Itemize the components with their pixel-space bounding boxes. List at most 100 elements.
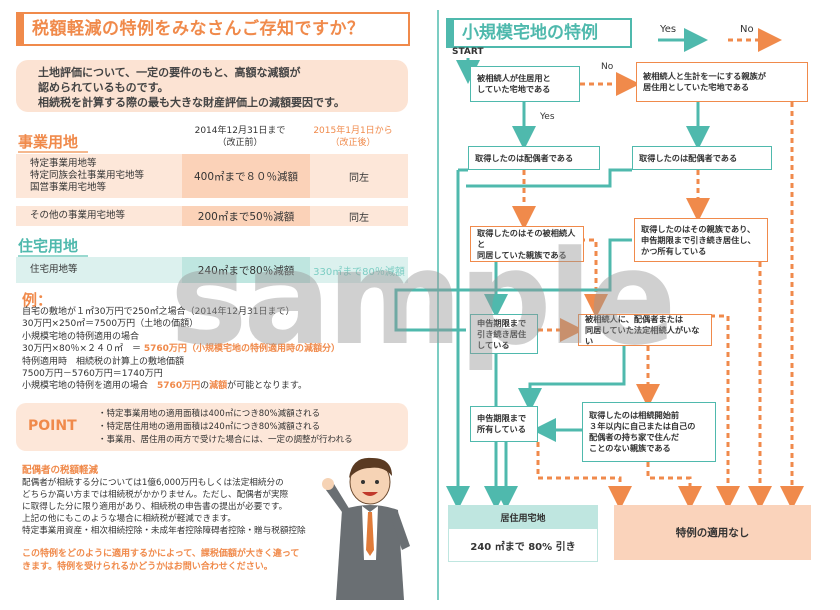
flow-box-9: 申告期限まで所有している [470, 406, 538, 442]
page-divider [437, 10, 439, 600]
row-new-value: 同左 [349, 172, 369, 184]
spouse-line: に取得した分に限り適用があり、相続税の申告書の提出が必要です。 [22, 502, 288, 512]
example-line: 小規模宅地の特例適用の場合 [22, 331, 140, 342]
flow-line: 被相続人が住居用と [477, 73, 551, 83]
row-old-value: 200㎡まで50％減額 [182, 206, 310, 226]
final-prefix: 小規模宅地の特例を適用の場合 [22, 381, 149, 392]
flow-box-8: 被相続人に、配偶者または同居していた法定相続人がいない [578, 314, 712, 346]
row-new-value: 330㎡まで80％減額 [313, 266, 405, 278]
flow-box-2: 被相続人と生計を一にする親族が居住用としていた宅地である [636, 62, 808, 102]
row-label: その他の事業用宅地等 [30, 210, 126, 221]
row-old-value: 400㎡まで８０％減額 [182, 154, 310, 198]
calc-prefix: 30万円×80％×２４０㎡ ＝ [22, 344, 141, 355]
flow-line: 同居していた法定相続人がいない [585, 324, 700, 346]
flow-line: 申告期限まで [477, 317, 527, 328]
example-final-line: 小規模宅地の特例を適用の場合 5760万円の減額が可能となります。 [22, 380, 412, 392]
point-item: ・特定居住用地の適用面積は240㎡につき80%減額される [98, 422, 321, 432]
right-title: 小規模宅地の特例 [446, 18, 632, 48]
flow-line: 居住用としていた宅地である [643, 82, 750, 92]
point-label: POINT [28, 418, 77, 434]
flow-line: 取得したのはその親族であり、 [641, 223, 756, 234]
intro-box: 土地評価について、一定の要件のもと、高額な減額が 認められているものです。 相続… [16, 60, 408, 112]
point-list: ・特定事業用地の適用面積は400㎡につき80%減額される ・特定居住用地の適用面… [98, 408, 353, 447]
yes-label: Yes [540, 112, 555, 122]
flow-line: 取得したのは相続開始前 [589, 410, 680, 420]
table-row: 特定事業用地等 特定同族会社事業用宅地等 国営事業用宅地等 400㎡まで８０％減… [16, 154, 408, 198]
flow-line: 取得したのは配偶者である [475, 152, 574, 163]
result-residential-value: 240 ㎡まで 80% 引き [448, 528, 598, 562]
start-label: START [452, 47, 484, 57]
calc-note: （小規模宅地の特例適用時の減額分） [186, 344, 340, 355]
final-mid: の [200, 381, 210, 392]
spouse-body: 配偶者が相続する分については1億6,000万円もしくは法定相続分の どちらか高い… [22, 477, 322, 537]
spouse-line: どちらか高い方までは相続税がかかりません。ただし、配偶者が実際 [22, 490, 289, 500]
row-label: 特定事業用地等 特定同族会社事業用宅地等 国営事業用宅地等 [30, 154, 180, 198]
spouse-line: 特定事業用資産・相次相続控除・未成年者控除障碍者控除・贈与税額控除 [22, 526, 306, 536]
final-value: 5760万円 [157, 381, 201, 392]
left-title: 税額軽減の特例をみなさんご存知ですか？ [16, 12, 410, 46]
flow-box-1: 被相続人が住居用としていた宅地である [470, 66, 580, 102]
legend-no-label: No [740, 24, 754, 35]
intro-line: 認められているものです。 [38, 81, 169, 94]
flow-line: 被相続人と生計を一にする親族が [643, 71, 766, 81]
businessman-illustration [322, 457, 410, 600]
col-new-line: 2015年1月1日から [313, 126, 393, 136]
residential-heading: 住宅用地 [18, 237, 88, 257]
flow-line: 配偶者の持ち家で住んだ [589, 432, 680, 442]
result-no-special: 特例の適用なし [614, 505, 811, 560]
flow-line: 申告期限まで [477, 413, 527, 423]
col-new-line: （改正後） [330, 138, 376, 148]
example-calc-line: 30万円×80％×２４０㎡ ＝ 5760万円（小規模宅地の特例適用時の減額分） [22, 343, 412, 355]
example-line: 7500万円－5760万円＝1740万円 [22, 369, 163, 380]
flow-box-4: 取得したのは配偶者である [632, 146, 772, 170]
example-body: 自宅の敷地が１㎡30万円で250㎡之場合（2014年12月31日まで） 30万円… [22, 306, 412, 393]
footer-line: この特例をどのように適用するかによって、課税価額が大きく違って [22, 549, 300, 559]
intro-line: 相続税を計算する際の最も大きな財産評価上の減額要因です。 [38, 96, 345, 109]
legend-yes-label: Yes [660, 24, 677, 35]
col-old-line: （改正前） [217, 138, 263, 148]
final-highlight: 減額 [209, 381, 228, 392]
calc-value: 5760万円 [143, 344, 187, 355]
spouse-line: 配偶者が相続する分については1億6,000万円もしくは法定相続分の [22, 478, 284, 488]
example-line: 自宅の敷地が１㎡30万円で250㎡之場合（2014年12月31日まで） [22, 307, 295, 317]
flow-line: 申告期限まで引き続き居住し、 [641, 234, 756, 245]
flow-line: 所有している [477, 424, 526, 434]
row-label-line: 特定同族会社事業用宅地等 [30, 170, 145, 181]
point-item: ・特定事業用地の適用面積は400㎡につき80%減額される [98, 409, 321, 419]
result-residential-title: 居住用宅地 [500, 514, 546, 524]
footer-note: この特例をどのように適用するかによって、課税価額が大きく違って きます。特例を受… [22, 548, 352, 574]
flow-line: している [477, 339, 510, 350]
flow-line: 被相続人に、配偶者または [585, 313, 684, 324]
flow-line: かつ所有している [641, 245, 707, 256]
flow-box-6: 取得したのはその親族であり、申告期限まで引き続き居住し、かつ所有している [634, 218, 768, 262]
row-label-line: 国営事業用宅地等 [30, 182, 107, 193]
example-line: 30万円×250㎡＝7500万円（土地の価額） [22, 319, 199, 330]
row-old-value: 240㎡まで80％減額 [182, 257, 310, 283]
example-heading: 例： [22, 291, 53, 309]
flow-line: していた宅地である [477, 84, 551, 94]
col-old-line: 2014年12月31日まで [194, 126, 286, 136]
no-label: No [601, 62, 614, 72]
intro-line: 土地評価について、一定の要件のもと、高額な減額が [38, 66, 301, 79]
spouse-line: 上記の他にもこのような場合に相続税が軽減できます。 [22, 514, 236, 524]
flow-box-3: 取得したのは配偶者である [468, 146, 600, 170]
flow-box-7: 申告期限まで引き続き居住している [470, 314, 538, 354]
table-row: その他の事業用宅地等 200㎡まで50％減額 同左 [16, 206, 408, 226]
result-residential: 居住用宅地 240 ㎡まで 80% 引き [448, 505, 598, 562]
business-heading: 事業用地 [18, 133, 88, 153]
flow-box-5: 取得したのはその被相続人と同居していた親族である [470, 226, 584, 262]
table-row: 住宅用地等 240㎡まで80％減額 330㎡まで80％減額 [16, 257, 408, 283]
flow-line: 同居していた親族である [477, 249, 567, 260]
point-item: ・事業用、居住用の両方で受けた場合には、一定の調整が行われる [98, 435, 353, 445]
row-new-value: 同左 [349, 212, 369, 224]
point-box: POINT ・特定事業用地の適用面積は400㎡につき80%減額される ・特定居住… [16, 403, 408, 451]
col-new-header: 2015年1月1日から （改正後） [304, 125, 402, 149]
example-line: 特例適用時 相続税の計算上の敷地価額 [22, 356, 185, 367]
flow-line: ３年以内に自己または自己の [589, 421, 696, 431]
flow-line: ことのない親族である [589, 443, 671, 453]
spouse-heading: 配偶者の税額軽減 [22, 465, 99, 476]
flow-line: 引き続き居住 [477, 328, 527, 339]
row-label: 住宅用地等 [30, 264, 78, 275]
